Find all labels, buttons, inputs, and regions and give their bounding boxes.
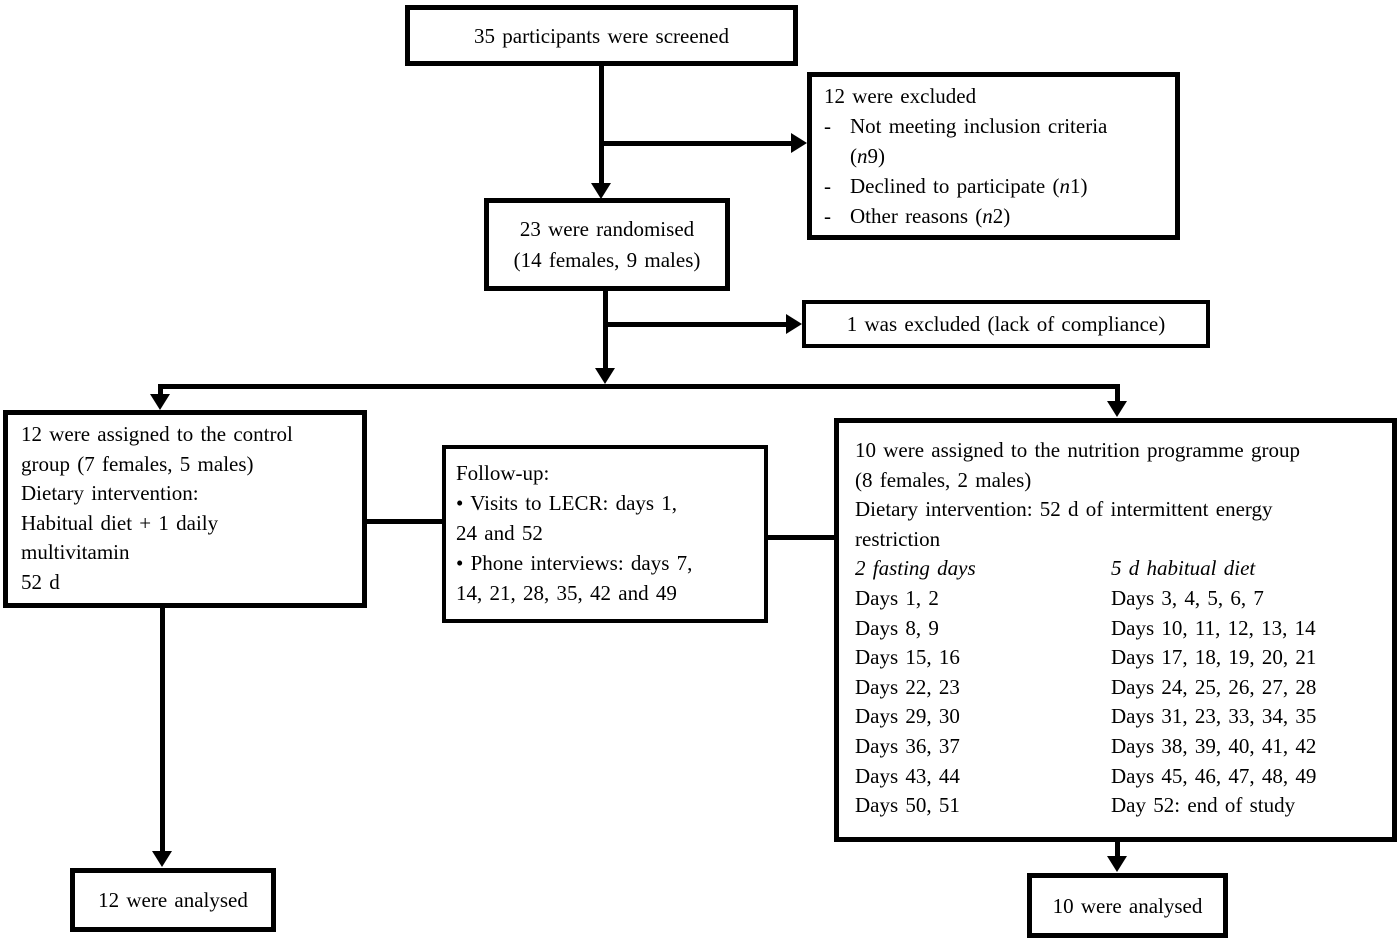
schedule-row: Days 50, 51 Day 52: end of study: [855, 793, 1296, 818]
arrowhead-down-control: [150, 394, 170, 410]
split-distribution-line: [158, 384, 1120, 389]
control-line-4: Habitual diet + 1 daily: [21, 510, 219, 535]
connector-to-excluded: [601, 141, 791, 146]
randomised-line-1: 23 were randomised: [519, 216, 695, 241]
randomised-box: 23 were randomised (14 females, 9 males): [484, 198, 730, 291]
schedule-row: Days 8, 9 Days 10, 11, 12, 13, 14: [855, 615, 1316, 640]
excluded-reason-3: - Other reasons (n2): [824, 204, 1011, 228]
follow-up-box: Follow-up: • Visits to LECR: days 1, 24 …: [442, 445, 768, 623]
nutrition-group-box: 10 were assigned to the nutrition progra…: [834, 418, 1397, 842]
arrowhead-down-split: [595, 368, 615, 384]
compliance-text: 1 was excluded (lack of compliance): [846, 312, 1166, 336]
nutrition-line-1: 10 were assigned to the nutrition progra…: [855, 438, 1300, 462]
habitual-diet-header: 5 d habitual diet: [1111, 556, 1256, 581]
analysed-control-box: 12 were analysed: [70, 868, 276, 932]
arrowhead-right-compliance: [786, 314, 802, 334]
connector-split-to-control: [158, 384, 163, 395]
control-line-5: multivitamin: [21, 540, 130, 564]
connector-followup-to-nutrition: [768, 535, 834, 540]
excluded-title: 12 were excluded: [824, 84, 977, 108]
analysed-nutrition-box: 10 were analysed: [1027, 873, 1228, 938]
schedule-row: Days 43, 44 Days 45, 46, 47, 48, 49: [855, 763, 1317, 788]
excluded-reason-1: - Not meeting inclusion criteria: [824, 114, 1108, 138]
excluded-box: 12 were excluded - Not meeting inclusion…: [807, 72, 1180, 240]
connector-screened-to-randomised: [599, 66, 604, 185]
control-line-6: 52 d: [21, 569, 60, 594]
followup-line-2: • Visits to LECR: days 1,: [456, 491, 678, 515]
randomised-line-2: (14 females, 9 males): [513, 247, 701, 272]
control-line-2: group (7 females, 5 males): [21, 451, 254, 476]
connector-control-to-followup: [367, 519, 442, 524]
connector-randomised-to-split: [603, 291, 608, 370]
schedule-row: Days 1, 2 Days 3, 4, 5, 6, 7: [855, 585, 1264, 610]
nutrition-line-2: (8 females, 2 males): [855, 467, 1032, 492]
nutrition-line-3: Dietary intervention: 52 d of intermitte…: [855, 497, 1273, 522]
screened-text: 35 participants were screened: [474, 23, 729, 48]
connector-control-to-analysed: [160, 608, 165, 853]
excluded-reason-1-count: (n9): [850, 144, 885, 168]
compliance-excluded-box: 1 was excluded (lack of compliance): [802, 300, 1210, 348]
arrowhead-down-analysed-nutrition: [1107, 856, 1127, 872]
arrowhead-down-analysed-control: [152, 851, 172, 867]
control-line-1: 12 were assigned to the control: [21, 422, 293, 446]
arrowhead-right-excluded: [791, 133, 807, 153]
schedule-header-row: 2 fasting days 5 d habitual diet: [855, 554, 1376, 584]
followup-line-1: Follow-up:: [456, 461, 550, 485]
arrowhead-down-nutrition: [1107, 401, 1127, 417]
control-group-box: 12 were assigned to the control group (7…: [3, 410, 367, 608]
control-line-3: Dietary intervention:: [21, 481, 199, 505]
screened-box: 35 participants were screened: [405, 5, 798, 66]
schedule-row: Days 22, 23 Days 24, 25, 26, 27, 28: [855, 674, 1317, 699]
connector-nutrition-to-analysed: [1115, 842, 1120, 857]
connector-to-compliance-excluded: [605, 322, 786, 327]
excluded-reason-2: - Declined to participate (n1): [824, 174, 1088, 198]
arrowhead-down-randomised: [591, 183, 611, 199]
schedule-row: Days 36, 37 Days 38, 39, 40, 41, 42: [855, 733, 1317, 758]
schedule-row: Days 29, 30 Days 31, 23, 33, 34, 35: [855, 704, 1317, 729]
followup-line-3: 24 and 52: [456, 521, 543, 545]
followup-line-4: • Phone interviews: days 7,: [456, 551, 693, 575]
connector-split-to-nutrition: [1115, 384, 1120, 402]
fasting-days-header: 2 fasting days: [855, 556, 976, 581]
schedule-row: Days 15, 16 Days 17, 18, 19, 20, 21: [855, 645, 1317, 670]
followup-line-5: 14, 21, 28, 35, 42 and 49: [456, 581, 677, 605]
analysed-nutrition-text: 10 were analysed: [1052, 893, 1203, 918]
analysed-control-text: 12 were analysed: [98, 888, 248, 912]
nutrition-line-4: restriction: [855, 526, 941, 551]
